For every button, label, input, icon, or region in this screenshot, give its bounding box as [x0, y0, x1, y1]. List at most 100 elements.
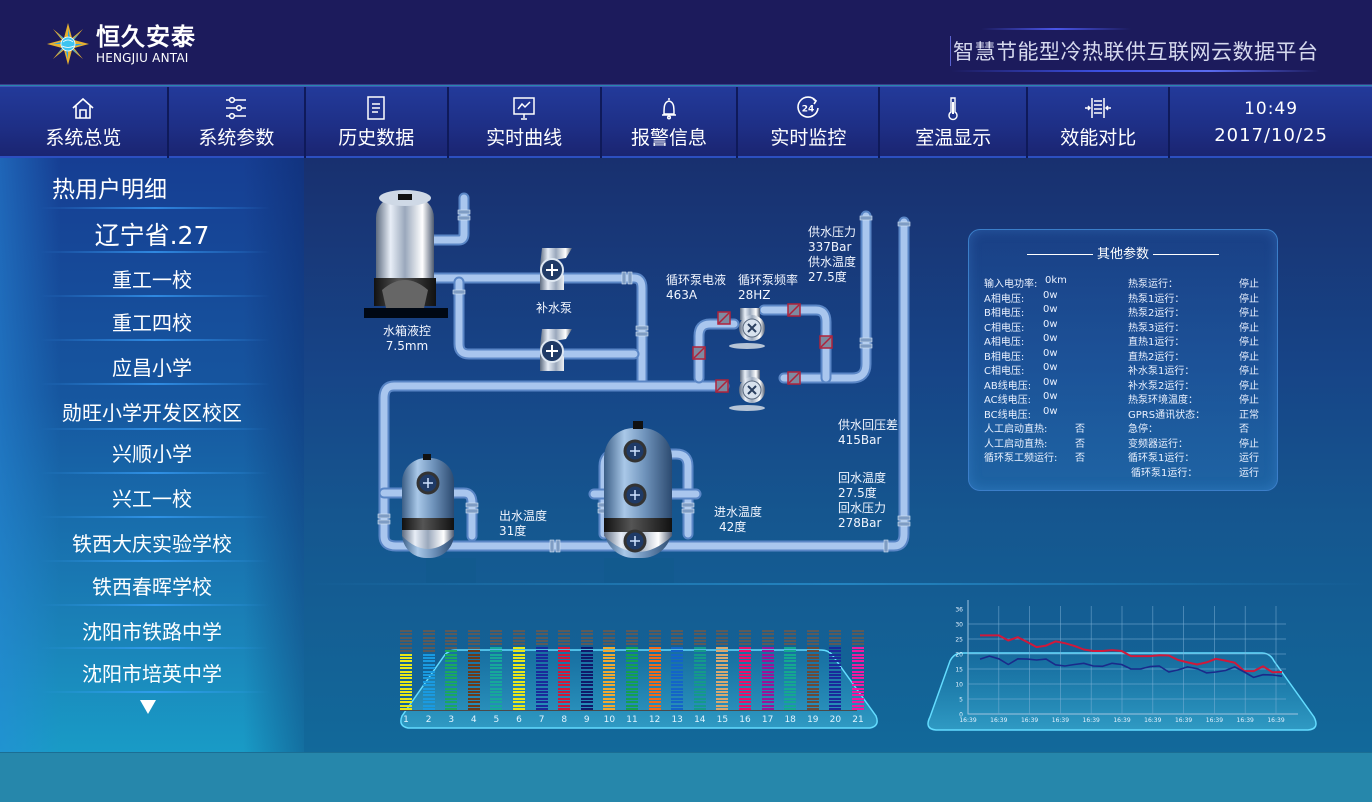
bar-segment — [580, 660, 593, 663]
bar-segment — [739, 636, 751, 639]
bar-10 — [603, 613, 616, 713]
triangle-down-icon[interactable] — [140, 700, 156, 714]
param-value: 运行 — [1239, 467, 1259, 479]
param-label: 循环泵1运行： — [1131, 467, 1198, 479]
bar-segment — [490, 663, 503, 666]
nav-item-alarms[interactable]: 报警信息 — [601, 87, 739, 158]
bar-segment — [400, 677, 412, 680]
bar-segment — [784, 684, 797, 687]
bar-segment — [603, 684, 616, 687]
bar-segment — [784, 701, 797, 704]
thermometer-icon — [948, 97, 958, 121]
sidebar-item[interactable]: 沈阳市培英中学 — [82, 662, 222, 686]
bar-segment — [806, 674, 819, 676]
bar-segment — [513, 643, 525, 646]
return-temp-label: 回水温度 — [838, 471, 887, 485]
bar-segment — [852, 680, 864, 683]
sidebar-item[interactable]: 勋旺小学开发区校区 — [62, 401, 242, 425]
sidebar-item[interactable]: 铁西大庆实验学校 — [72, 532, 232, 556]
home-icon — [72, 97, 94, 119]
sidebar-item[interactable]: 应昌小学 — [112, 356, 192, 380]
nav-item-efficiency[interactable]: 效能对比 — [1028, 87, 1171, 158]
bar-segment — [806, 660, 819, 663]
sidebar-item[interactable]: 兴工一校 — [112, 487, 192, 511]
bar-segment — [445, 646, 458, 649]
bar-segment — [603, 640, 616, 642]
bar-segment — [445, 697, 458, 700]
bar-segment — [490, 636, 503, 639]
param-label: 补水泵1运行： — [1128, 366, 1195, 377]
bar-segment — [784, 697, 797, 700]
bar-segment — [806, 701, 819, 704]
bar-segment — [467, 663, 480, 666]
bar-segment — [626, 708, 638, 710]
sidebar-item[interactable]: 兴顺小学 — [112, 442, 192, 466]
nav-item-parameters[interactable]: 系统参数 — [168, 87, 306, 158]
bar-segment — [829, 646, 842, 649]
y-tick-label: 30 — [955, 622, 963, 629]
bar-segment — [400, 704, 412, 707]
bar-segment — [445, 670, 458, 673]
bar-segment — [671, 629, 684, 632]
sidebar-item[interactable]: 铁西春晖学校 — [92, 575, 212, 599]
bar-segment — [829, 653, 842, 656]
bar-segment — [467, 684, 480, 687]
nav-label: 报警信息 — [631, 127, 708, 149]
bar-segment — [535, 650, 548, 653]
bar-segment — [535, 653, 548, 656]
inlet-temp-readout: 进水温度 42度 — [714, 505, 762, 535]
bar-segment — [603, 694, 616, 697]
bar-segment — [467, 701, 480, 704]
bar-segment — [671, 646, 684, 649]
bar-segment — [422, 650, 435, 653]
logo-text-cn: 恒久安泰 — [96, 22, 196, 51]
sidebar-item[interactable]: 重工四校 — [112, 311, 192, 335]
bar-segment — [400, 694, 412, 697]
bar-segment — [445, 629, 458, 632]
bar-segment — [671, 663, 684, 666]
nav-item-realtime-curve[interactable]: 实时曲线 — [448, 87, 602, 158]
bar-segment — [761, 663, 774, 666]
bar-segment — [422, 663, 435, 666]
nav-item-monitor[interactable]: 24 实时监控 — [738, 87, 881, 158]
bar-segment — [671, 640, 684, 642]
bar-segment — [626, 657, 638, 659]
bar-segment — [467, 660, 480, 663]
bar-18 — [784, 613, 797, 713]
bar-segment — [761, 701, 774, 704]
bar-segment — [626, 684, 638, 687]
bar-segment — [671, 670, 684, 673]
bar-segment — [671, 660, 684, 663]
param-value: 0w — [1043, 362, 1058, 373]
bar-segment — [603, 633, 616, 636]
pressure-diff-label: 供水回压差 — [838, 418, 899, 432]
bar-segment — [739, 674, 751, 676]
bar-segment — [603, 674, 616, 676]
pump-current-readout: 循环泵电液 463A — [666, 273, 726, 303]
bar-segment — [535, 657, 548, 659]
bar-segment — [558, 650, 571, 653]
bar-segment — [648, 663, 661, 666]
nav-item-room-temp[interactable]: 室温显示 — [880, 87, 1029, 158]
bar-segment — [513, 701, 525, 704]
nav-item-history[interactable]: 历史数据 — [305, 87, 449, 158]
param-value: 否 — [1075, 453, 1085, 464]
sidebar-item[interactable]: 重工一校 — [112, 268, 192, 292]
bar-segment — [535, 633, 548, 636]
sidebar-item[interactable]: 沈阳市铁路中学 — [82, 620, 222, 644]
bar-segment — [806, 687, 819, 690]
bar-segment — [422, 633, 435, 636]
param-label: 直热1运行： — [1128, 337, 1185, 348]
bar-segment — [671, 697, 684, 700]
nav-item-overview[interactable]: 系统总览 — [0, 87, 169, 158]
bar-segment — [422, 708, 435, 710]
pressure-diff-value: 415Bar — [838, 433, 882, 447]
bar-segment — [445, 657, 458, 659]
bar-segment — [648, 697, 661, 700]
x-tick-label: 16:39 — [1237, 717, 1254, 724]
bar-segment — [806, 650, 819, 653]
bar-segment — [400, 708, 412, 710]
bar-segment — [784, 687, 797, 690]
sidebar-region[interactable]: 辽宁省.27 — [94, 221, 210, 250]
bar-segment — [739, 633, 751, 636]
